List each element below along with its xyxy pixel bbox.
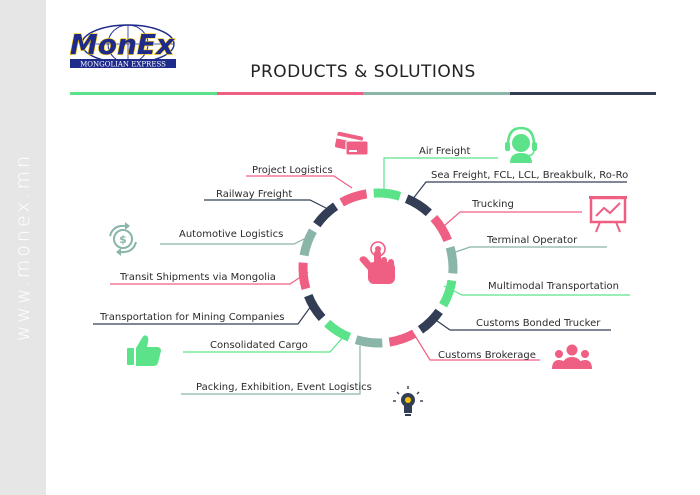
credit-card-icon [334, 131, 369, 156]
label-automotive: Automotive Logistics [179, 229, 283, 240]
ring-segment [304, 293, 326, 322]
sidebar: www.monex.mn [0, 0, 46, 495]
ring-segment [417, 308, 443, 334]
ring-segment [373, 188, 402, 201]
logo-wordmark: MonEx [70, 28, 175, 61]
ring-segment [324, 319, 352, 342]
hand-touch-icon [359, 241, 395, 284]
label-customs-bonded: Customs Bonded Trucker [476, 318, 601, 329]
presentation-chart-icon [589, 196, 627, 233]
ring-segment [339, 189, 368, 207]
label-multimodal: Multimodal Transportation [488, 281, 619, 292]
lightbulb-icon [393, 386, 423, 416]
dollar-cycle-icon: $ [109, 222, 137, 256]
ring-segment [430, 214, 452, 243]
label-mining: Transportation for Mining Companies [99, 312, 285, 323]
ring-segment [439, 279, 457, 308]
thumbs-up-icon [127, 335, 161, 366]
title-divider [70, 92, 656, 95]
connectors [93, 157, 630, 395]
label-project: Project Logistics [252, 165, 333, 176]
ring [298, 188, 458, 348]
svg-text:$: $ [119, 233, 127, 246]
headset-icon [505, 126, 537, 163]
label-air-freight: Air Freight [419, 146, 470, 157]
label-transit: Transit Shipments via Mongolia [119, 272, 276, 283]
ring-segment [299, 228, 317, 257]
ring-segment [388, 329, 417, 347]
page-title: PRODUCTS & SOLUTIONS [250, 62, 476, 82]
ring-segment [298, 262, 311, 291]
label-trucking: Trucking [471, 199, 514, 210]
label-sea-freight: Sea Freight, FCL, LCL, Breakbulk, Ro-Ro [431, 170, 628, 181]
label-consolidated: Consolidated Cargo [210, 340, 308, 351]
ring-segment [313, 202, 339, 228]
label-railway: Railway Freight [216, 189, 292, 200]
ring-segment [404, 194, 432, 217]
ring-segment [354, 335, 383, 348]
label-packing: Packing, Exhibition, Event Logistics [196, 382, 372, 393]
logo-tagline: MONGOLIAN EXPRESS [80, 61, 166, 69]
label-customs-brokerage: Customs Brokerage [438, 350, 536, 361]
ring-segment [445, 245, 458, 274]
company-logo: MonEx MONGOLIAN EXPRESS [69, 24, 176, 69]
people-group-icon [552, 344, 592, 369]
label-terminal-operator: Terminal Operator [486, 235, 578, 246]
